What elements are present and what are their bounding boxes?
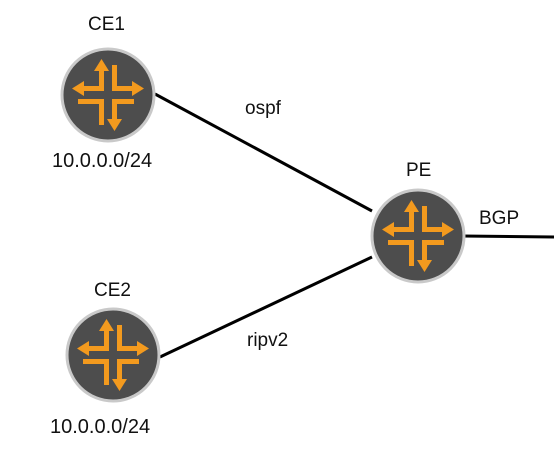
- router-icon[interactable]: [370, 188, 466, 284]
- link-label-ospf: ospf: [245, 98, 281, 119]
- link-ce2-pe: [159, 255, 373, 359]
- ce2-name: CE2: [94, 280, 131, 301]
- router-icon[interactable]: [65, 307, 161, 403]
- link-pe-uplink: [461, 234, 554, 239]
- link-ce1-pe: [154, 92, 373, 213]
- link-label-ripv2: ripv2: [247, 330, 289, 351]
- ce1-subnet: 10.0.0.0/24: [52, 150, 153, 172]
- pe-name: PE: [406, 160, 432, 181]
- link-label-bgp: BGP: [479, 208, 520, 229]
- ce2-subnet: 10.0.0.0/24: [50, 416, 151, 438]
- ce1-name: CE1: [88, 14, 125, 35]
- router-icon[interactable]: [60, 47, 156, 143]
